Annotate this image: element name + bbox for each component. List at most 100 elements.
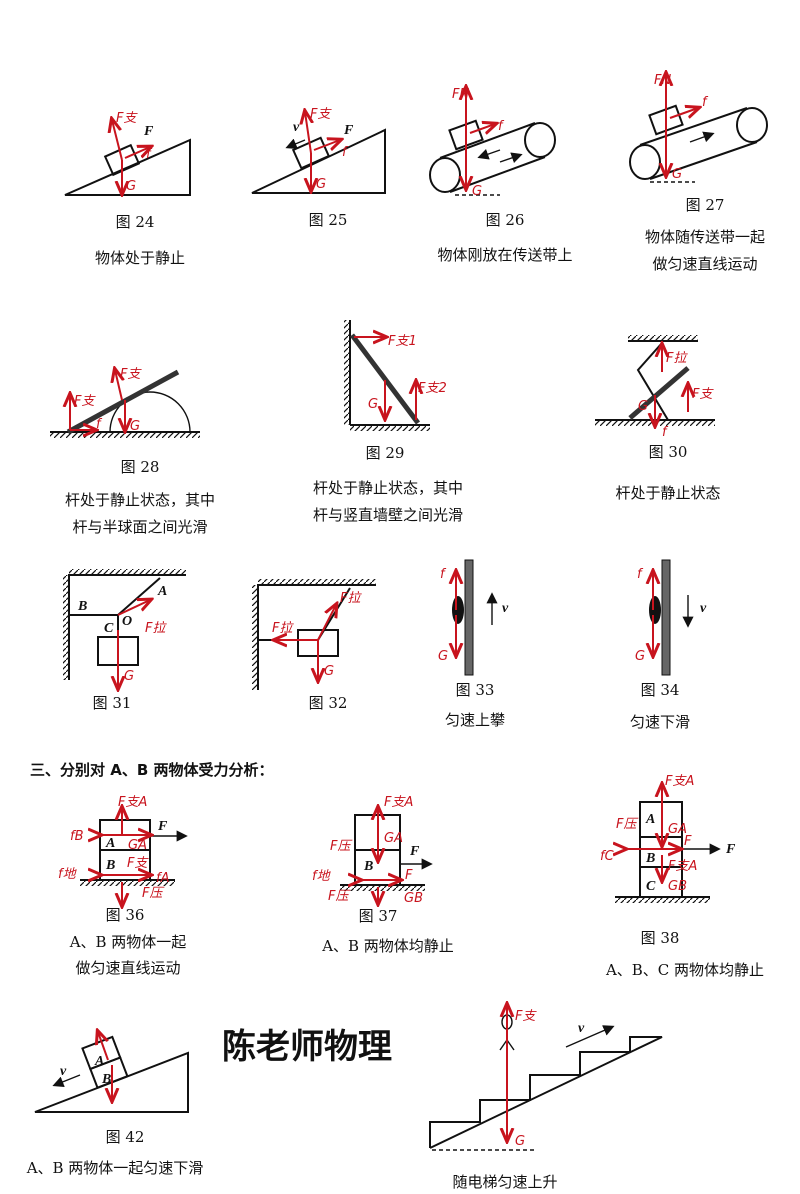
force-label: F [684,834,692,849]
figure-label: 图 25 [309,211,348,229]
force-label: F压 [328,889,350,904]
force-label: F [405,868,413,883]
figure-label: 图 28 [121,458,160,476]
figure-caption: 杆与竖直墙壁之间光滑 [313,506,463,524]
velocity-label: v [293,120,300,135]
force-label: f [440,567,447,582]
figure-38: F支A F压 GA fC F F支A GB A B C F 图 38 A、B、C… [600,774,764,979]
figure-label: 图 26 [486,211,525,229]
figure-caption: 杆处于静止状态 [615,484,720,502]
figure-caption: 随电梯匀速上升 [452,1173,557,1191]
figure-32: F拉 F拉 G 图 32 [252,579,376,712]
force-label: G [324,664,334,679]
block-label: A [94,1054,104,1069]
force-label: G [515,1134,525,1149]
force-label: fC [600,849,615,864]
block-label: A [645,812,655,827]
force-label: f [342,145,349,160]
figure-label: 图 24 [116,213,155,231]
figure-31: A B C O F拉 G 图 31 [63,569,186,712]
force-label: G [438,649,448,664]
force-label: f [498,119,505,134]
figure-caption: 做匀速直线运动 [652,255,757,273]
force-label: GA [668,822,687,837]
force-label: f地 [58,867,78,882]
velocity-label: v [578,1021,585,1036]
watermark-text: 陈老师物理 [222,1027,392,1067]
figure-caption: A、B、C 两物体均静止 [605,961,764,979]
force-label: GB [668,879,687,894]
figure-caption: 匀速上攀 [445,711,505,729]
point-label: B [77,599,87,614]
velocity-label: v [60,1064,67,1079]
block-label: C [646,879,656,894]
force-label: F支 [692,387,714,402]
force-label: F支1 [388,334,417,349]
force-label: F [409,844,420,859]
figure-label: 图 30 [649,443,688,461]
force-label: F支 [74,394,96,409]
force-label: GA [384,831,403,846]
force-label: FN [654,73,671,88]
figure-26: FN f G 图 26 物体刚放在传送带上 [429,87,573,264]
force-label: F支 [515,1009,537,1024]
force-label: F支 [127,856,149,871]
velocity-label: v [502,601,509,616]
figure-escalator: F支 G v 随电梯匀速上升 [429,1005,663,1191]
force-label: G [672,167,682,182]
force-label: f [96,417,103,432]
force-label: F [143,124,154,139]
figure-label: 图 29 [366,444,405,462]
force-label: F拉 [340,590,362,606]
force-label: F支A [668,859,697,874]
figure-caption: 做匀速直线运动 [75,959,180,977]
point-label: A [157,584,167,599]
force-label: G [124,669,134,684]
force-label: F压 [616,817,638,832]
force-label: F [157,819,168,834]
force-label: F支2 [418,381,447,396]
figure-36: F支A fB GA F支 f地 fA F压 A B F 图 36 A、B 两物体… [58,795,188,977]
force-label: f地 [312,869,332,884]
figure-label: 图 38 [641,929,680,947]
block-label: B [101,1072,111,1087]
figure-30: F拉 F支 G f 图 30 杆处于静止状态 [595,335,721,502]
block-label: B [645,851,655,866]
figure-caption: 物体处于静止 [95,249,185,267]
force-label: G [368,397,378,412]
force-label: G [638,399,648,414]
figure-label: 图 33 [456,681,495,699]
velocity-label: v [700,601,707,616]
force-label: F支A [118,795,147,810]
force-label: G [472,184,482,199]
figure-label: 图 36 [106,906,145,924]
figure-33: f G v 图 33 匀速上攀 [438,559,509,729]
force-label: F拉 [272,620,294,636]
force-label: f [637,567,644,582]
force-label: f [662,425,669,440]
figure-caption: A、B 两物体一起 [69,933,187,951]
figure-label: 图 32 [309,694,348,712]
force-label: F [343,123,354,138]
force-label: GB [404,891,423,906]
force-label: f [146,147,153,162]
block-label: A [105,836,115,851]
figure-24: F支 F f G 图 24 物体处于静止 [64,111,191,267]
figure-34: f G v 图 34 匀速下滑 [630,559,707,731]
block-label: B [363,859,373,874]
force-label: F支A [384,795,413,810]
figure-caption: 物体刚放在传送带上 [437,246,572,264]
force-label: G [635,649,645,664]
figure-caption: 杆与半球面之间光滑 [72,518,207,536]
figure-37: F支A GA F压 f地 F F压 GB B F 图 37 A、B 两物体均静止 [312,795,454,955]
figure-caption: A、B 两物体均静止 [321,937,454,955]
force-label: fB [70,829,84,844]
figure-27: FN f G 图 27 物体随传送带一起 做匀速直线运动 [629,73,768,273]
figure-label: 图 42 [106,1128,145,1146]
figure-caption: A、B 两物体一起匀速下滑 [26,1159,204,1177]
force-label: F支 [310,107,332,122]
force-label: G [130,419,140,434]
force-label: G [316,177,326,192]
point-label: O [122,614,132,629]
